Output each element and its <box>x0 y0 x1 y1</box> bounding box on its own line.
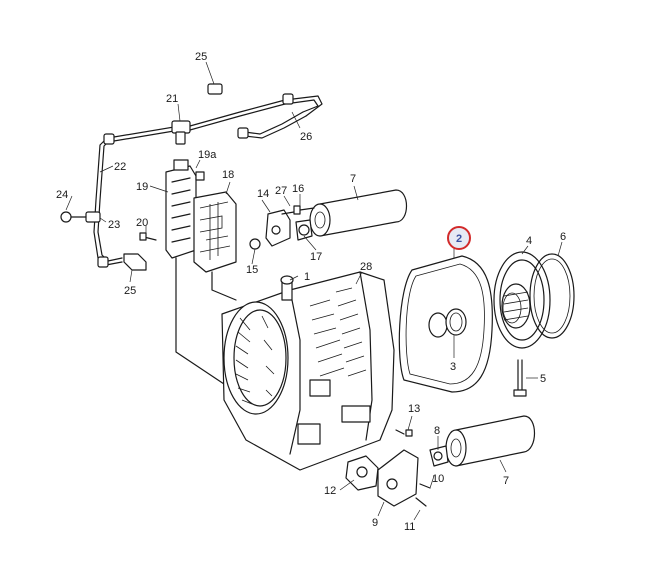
callout-21: 21 <box>166 93 178 105</box>
callout-25-top: 25 <box>195 51 207 63</box>
callout-9: 9 <box>372 517 378 529</box>
control-valve-block <box>165 159 237 393</box>
callout-5: 5 <box>540 373 546 385</box>
callout-26: 26 <box>300 131 312 143</box>
callout-19a: 19a <box>198 149 217 161</box>
oil-pipe-assembly <box>60 83 323 271</box>
callout-1: 1 <box>304 271 310 283</box>
callout-4: 4 <box>526 235 532 247</box>
transmission-housing <box>221 271 395 471</box>
callout-16: 16 <box>292 183 304 195</box>
callout-14: 14 <box>257 188 269 200</box>
callout-8: 8 <box>434 425 440 437</box>
housing-gasket <box>398 255 493 393</box>
callout-10: 10 <box>432 473 444 485</box>
callout-22: 22 <box>114 161 126 173</box>
callout-20: 20 <box>136 217 148 229</box>
callout-24: 24 <box>56 189 68 201</box>
highlight-label: 2 <box>456 233 462 245</box>
callout-19: 19 <box>136 181 148 193</box>
oil-filter-upper <box>249 189 408 250</box>
callout-3: 3 <box>450 361 456 373</box>
highlight-ring <box>447 226 471 250</box>
callout-18: 18 <box>222 169 234 181</box>
callout-17: 17 <box>310 251 322 263</box>
housing-cover <box>493 251 575 397</box>
callout-13: 13 <box>408 403 420 415</box>
callout-7-lower: 7 <box>503 475 509 487</box>
leader-lines <box>65 61 563 521</box>
oil-filter-lower <box>345 415 536 507</box>
callout-labels: 25 21 26 22 24 23 19 19a 18 20 25 14 27 … <box>56 51 566 533</box>
callout-7-upper: 7 <box>350 173 356 185</box>
highlighted-part-2[interactable]: 2 <box>447 226 471 250</box>
callout-28: 28 <box>360 261 372 273</box>
callout-12: 12 <box>324 485 336 497</box>
callout-15: 15 <box>246 264 258 276</box>
callout-25-bottom: 25 <box>124 285 136 297</box>
callout-11: 11 <box>404 521 415 533</box>
callout-27: 27 <box>275 185 287 197</box>
callout-6: 6 <box>560 231 566 243</box>
callout-23: 23 <box>108 219 120 231</box>
